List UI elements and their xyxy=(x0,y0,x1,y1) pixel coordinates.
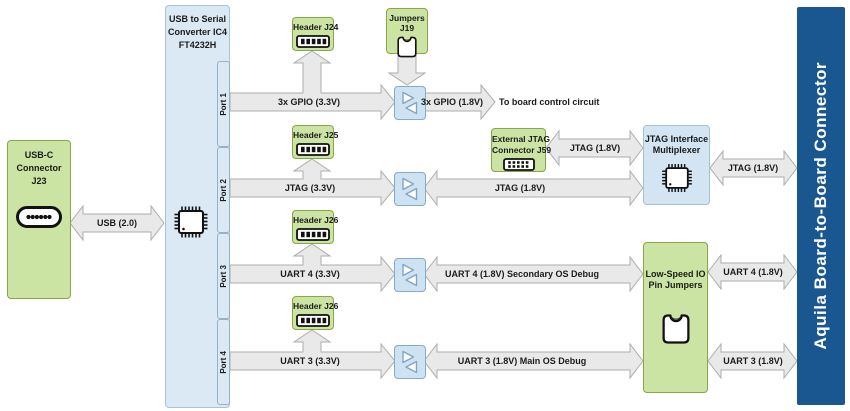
arrow-jumpers-j19 xyxy=(387,53,427,86)
converter-port-1: Port 1 xyxy=(217,61,230,147)
jumpers-j19-box: Jumpers J19 xyxy=(386,8,428,58)
signal-label-jtag-18-shifter: JTAG (1.8V) xyxy=(494,183,546,193)
ic-chip-icon xyxy=(174,206,208,238)
level-shifter-icon xyxy=(402,350,418,374)
converter-label-line2: Converter IC4 xyxy=(167,27,228,37)
signal-label-gpio-33: 3x GPIO (3.3V) xyxy=(277,97,341,107)
arrow-gpio-18 xyxy=(423,83,496,121)
arrow-uart3-33 xyxy=(229,329,396,380)
signal-label-uart3-33: UART 3 (3.3V) xyxy=(280,356,340,366)
usb-c-label-line2: Connector xyxy=(16,163,62,173)
usb-c-port-icon xyxy=(16,206,62,228)
arrow-usb xyxy=(69,204,165,242)
level-shifter-gpio xyxy=(394,86,426,120)
signal-label-uart4-18-board: UART 4 (1.8V) xyxy=(723,267,783,277)
usb-serial-converter-box: USB to Serial Converter IC4 FT4232H Port… xyxy=(165,5,230,408)
signal-label-jtag-18-board: JTAG (1.8V) xyxy=(727,163,779,173)
header-j24-label: Header J24 xyxy=(293,22,339,32)
converter-label-line3: FT4232H xyxy=(178,40,217,50)
header-j24-box: Header J24 xyxy=(292,17,339,51)
jumpers-j19-label-line1: Jumpers xyxy=(389,13,425,23)
low-speed-label-line1: Low-Speed IO xyxy=(645,269,706,279)
converter-port-2: Port 2 xyxy=(217,147,230,233)
external-jtag-j59-box: External JTAG Connector J59 xyxy=(491,128,552,172)
level-shifter-icon xyxy=(402,177,418,201)
port-2-label: Port 2 xyxy=(219,178,228,202)
header-j26-uart3-label: Header J26 xyxy=(293,301,339,311)
aquila-board-connector-label: Aquila Board-to-Board Connector xyxy=(811,62,830,350)
pin-header-icon xyxy=(296,314,330,327)
jumper-cap-icon xyxy=(662,314,689,344)
dual-row-header-icon xyxy=(502,158,535,171)
header-j25-label: Header J25 xyxy=(293,130,339,140)
signal-label-uart3-18: UART 3 (1.8V) Main OS Debug xyxy=(457,356,587,366)
arrow-gpio-33 xyxy=(229,50,396,121)
usb-c-label-line1: USB-C xyxy=(24,150,54,160)
annotation-to-board-control: To board control circuit xyxy=(499,97,600,107)
converter-port-3: Port 3 xyxy=(217,233,230,319)
mux-label-line2: Multiplexer xyxy=(652,145,701,155)
signal-label-jtag-18-ext: JTAG (1.8V) xyxy=(569,143,621,153)
aquila-board-connector: Aquila Board-to-Board Connector xyxy=(797,7,845,405)
signal-label-uart4-33: UART 4 (3.3V) xyxy=(280,269,340,279)
signal-label-usb: USB (2.0) xyxy=(96,218,138,228)
converter-port-4: Port 4 xyxy=(217,319,230,405)
port-4-label: Port 4 xyxy=(219,350,228,374)
port-1-label: Port 1 xyxy=(219,92,228,116)
low-speed-label-line2: Pin Jumpers xyxy=(648,280,703,290)
pin-header-icon xyxy=(296,143,330,156)
header-j26-uart3-box: Header J26 xyxy=(292,296,339,330)
arrow-jtag-33 xyxy=(229,158,396,207)
header-j26-uart4-box: Header J26 xyxy=(292,210,339,244)
low-speed-io-jumpers-box: Low-Speed IO Pin Jumpers xyxy=(643,242,708,393)
ic-chip-icon xyxy=(661,164,692,192)
level-shifter-jtag xyxy=(394,172,426,206)
level-shifter-uart3 xyxy=(394,345,426,379)
arrow-uart4-33 xyxy=(229,243,396,293)
external-jtag-label-line1: External JTAG xyxy=(492,134,550,144)
usb-c-label-line3: J23 xyxy=(31,176,47,186)
usb-c-connector-box: USB-C Connector J23 xyxy=(7,140,71,299)
level-shifter-uart4 xyxy=(394,258,426,292)
port-3-label: Port 3 xyxy=(219,264,228,288)
signal-label-uart4-18: UART 4 (1.8V) Secondary OS Debug xyxy=(444,269,600,279)
pin-header-icon xyxy=(296,228,330,241)
jtag-multiplexer-box: JTAG Interface Multiplexer xyxy=(643,125,710,205)
converter-label-line1: USB to Serial xyxy=(168,14,226,24)
signal-label-jtag-33: JTAG (3.3V) xyxy=(284,183,336,193)
mux-label-line1: JTAG Interface xyxy=(644,134,709,144)
header-j26-uart4-label: Header J26 xyxy=(293,215,339,225)
pin-header-icon xyxy=(296,35,330,48)
jumpers-j19-label-line2: J19 xyxy=(399,23,415,33)
signal-label-gpio-18: 3x GPIO (1.8V) xyxy=(420,97,484,107)
signal-label-uart3-18-board: UART 3 (1.8V) xyxy=(723,356,783,366)
jumper-cap-icon xyxy=(397,36,417,58)
level-shifter-icon xyxy=(402,263,418,287)
header-j25-box: Header J25 xyxy=(292,125,339,159)
level-shifter-icon xyxy=(402,91,418,115)
external-jtag-label-line2: Connector J59 xyxy=(492,145,552,155)
